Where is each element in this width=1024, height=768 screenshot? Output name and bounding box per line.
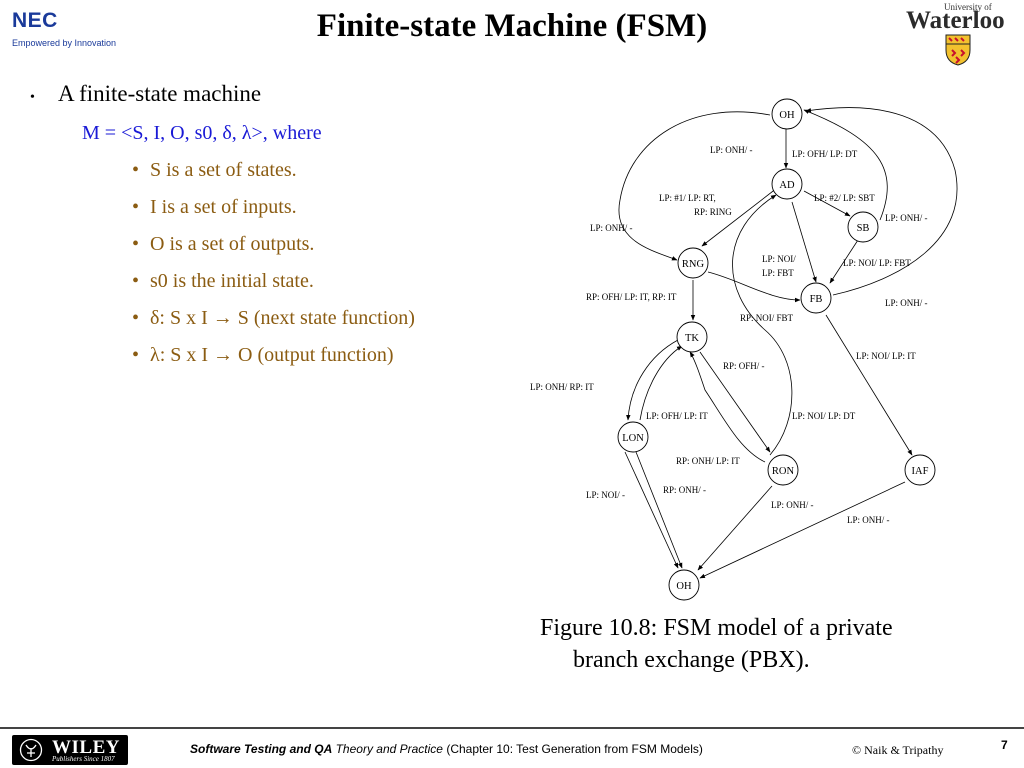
main-bullet: •A finite-state machine	[30, 81, 262, 106]
nec-tagline: Empowered by Innovation	[12, 38, 117, 48]
transition-label: LP: ONH/ -	[710, 145, 753, 155]
waterloo-logo: University of Waterloo	[900, 2, 1020, 68]
state-label: IAF	[912, 466, 929, 477]
state-ron	[767, 454, 799, 486]
footer-divider	[0, 727, 1024, 729]
edge-ad-rng	[701, 187, 778, 247]
transition-label: RP: OFH/ LP: IT, RP: IT	[586, 292, 677, 302]
edge-lon-oh	[624, 451, 679, 569]
fsm-transition-labels: LP: ONH/ - LP: OFH/ LP: DT LP: #1/ LP: R…	[530, 145, 928, 525]
edge-ad-sb	[803, 190, 851, 217]
edge-lon-oh-2	[635, 451, 683, 569]
state-label: OH	[779, 110, 795, 121]
state-label: AD	[779, 180, 795, 191]
edge-ron-oh	[697, 485, 773, 571]
edge-ad-fb	[791, 201, 817, 283]
state-rng	[677, 247, 709, 279]
transition-label: RP: NOI/ FBT	[740, 313, 794, 323]
edge-ron-ad	[732, 194, 793, 456]
edge-sb-fb	[829, 239, 859, 284]
nec-logo-text: NEC	[12, 9, 58, 32]
list-item: •λ: S x I → O (output function)	[132, 344, 394, 366]
state-fb	[800, 282, 832, 314]
wiley-logo-subtext: Publishers Since 1807	[52, 755, 115, 763]
edge-iaf-oh	[699, 481, 906, 579]
footer-copyright: © Naik & Tripathy	[852, 743, 944, 757]
transition-label: LP: NOI/ LP: FBT	[843, 258, 911, 268]
list-item: •S is a set of states.	[132, 159, 297, 181]
fsm-nodes	[617, 98, 936, 601]
transition-label: LP: OFH/ LP: IT	[646, 411, 708, 421]
list-item: •s0 is the initial state.	[132, 270, 314, 292]
transition-label: RP: RING	[694, 207, 732, 217]
figure-caption-line2: branch exchange (PBX).	[573, 647, 810, 673]
state-tk	[676, 321, 708, 353]
state-label: FB	[810, 294, 823, 305]
edge-rng-oh	[618, 111, 771, 261]
page-number: 7	[1001, 738, 1008, 752]
edge-rng-fb	[707, 271, 801, 303]
definition-line: M = <S, I, O, s0, δ, λ>, where	[82, 122, 322, 144]
state-lon	[617, 421, 649, 453]
edge-fb-iaf	[825, 314, 913, 456]
edge-tk-ron	[699, 351, 771, 453]
state-ad	[771, 168, 803, 200]
transition-label: LP: ONH/ -	[847, 515, 890, 525]
state-oh-top	[771, 98, 803, 130]
transition-label: LP: FBT	[762, 268, 794, 278]
main-bullet-text: A finite-state machine	[58, 81, 262, 106]
list-item: •O is a set of outputs.	[132, 233, 315, 255]
fsm-transitions	[618, 107, 958, 579]
transition-label: LP: OFH/ LP: DT	[792, 149, 858, 159]
edge-sb-oh	[803, 109, 888, 221]
state-sb	[847, 211, 879, 243]
transition-label: LP: NOI/	[762, 254, 796, 264]
edge-tk-lon	[626, 339, 679, 421]
state-oh-bottom	[668, 569, 700, 601]
edge-fb-oh	[805, 107, 958, 296]
footer-course-title: Software Testing and QA Theory and Pract…	[190, 742, 703, 756]
state-iaf	[904, 454, 936, 486]
waterloo-crest-icon	[945, 34, 971, 66]
waterloo-logo-text: Waterloo	[906, 7, 1005, 34]
wiley-emblem-icon	[19, 738, 43, 762]
state-label: LON	[622, 433, 644, 444]
transition-label: LP: NOI/ -	[586, 490, 625, 500]
transition-label: RP: ONH/ -	[663, 485, 706, 495]
fsm-state-labels: OH AD SB RNG FB TK LON RON IAF OH	[622, 110, 928, 592]
transition-label: LP: ONH/ -	[885, 298, 928, 308]
transition-label: LP: ONH/ -	[590, 223, 633, 233]
transition-label: LP: #2/ LP: SBT	[814, 193, 875, 203]
transition-label: LP: ONH/ -	[885, 213, 928, 223]
transition-label: RP: ONH/ LP: IT	[676, 456, 740, 466]
edge-lon-tk	[639, 345, 683, 421]
figure-caption-line1: Figure 10.8: FSM model of a private	[540, 615, 893, 641]
state-label: SB	[857, 223, 870, 234]
transition-label: LP: NOI/ LP: DT	[792, 411, 856, 421]
edge-ron-tk	[689, 351, 766, 463]
wiley-logo-text: WILEY	[52, 737, 120, 758]
state-label: TK	[685, 333, 699, 344]
slide-title: Finite-state Machine (FSM)	[316, 8, 708, 44]
transition-label: LP: ONH/ RP: IT	[530, 382, 594, 392]
nec-logo: NEC Empowered by Innovation	[12, 10, 142, 58]
transition-label: LP: NOI/ LP: IT	[856, 351, 916, 361]
state-label: RON	[772, 466, 795, 477]
transition-label: RP: OFH/ -	[723, 361, 765, 371]
wiley-logo: WILEY Publishers Since 1807	[12, 735, 128, 765]
figure-caption: Figure 10.8: FSM model of a private bran…	[520, 612, 980, 676]
list-item: •I is a set of inputs.	[132, 196, 297, 218]
waterloo-logo-small-text: University of	[944, 2, 992, 12]
transition-label: LP: #1/ LP: RT,	[659, 193, 716, 203]
state-label: OH	[676, 581, 692, 592]
list-item: •δ: S x I → S (next state function)	[132, 307, 415, 329]
transition-label: LP: ONH/ -	[771, 500, 814, 510]
state-label: RNG	[682, 259, 705, 270]
